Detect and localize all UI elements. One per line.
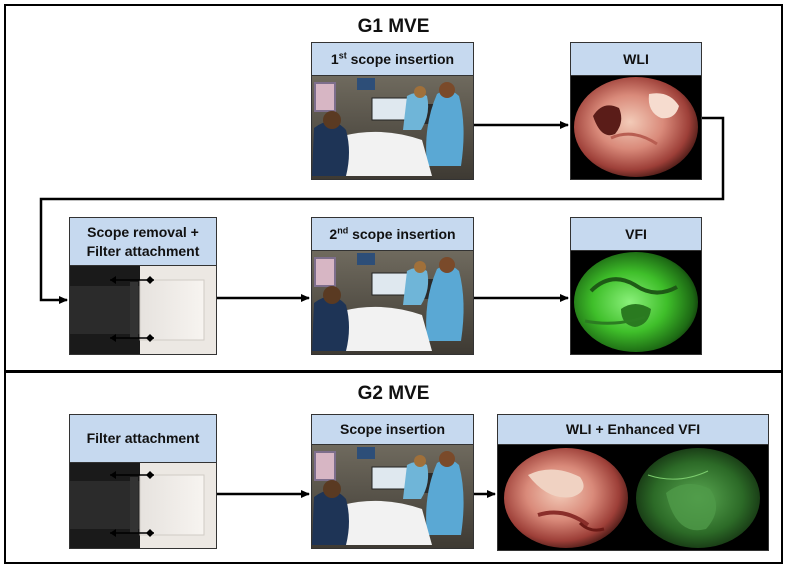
g2-title: G2 MVE	[357, 383, 430, 404]
scope-removal-card: Scope removal + Filter attachment	[69, 217, 217, 355]
scope-removal-label: Scope removal + Filter attachment	[70, 218, 216, 266]
combined-endoscopy-image	[498, 445, 768, 550]
first-scope-insertion-label: 1st scope insertion	[312, 43, 473, 76]
wli-enhanced-vfi-card: WLI + Enhanced VFI	[497, 414, 769, 551]
vfi-label: VFI	[571, 218, 701, 251]
second-scope-insertion-label: 2nd scope insertion	[312, 218, 473, 251]
scope-filter-photo	[70, 266, 216, 354]
second-scope-insertion-card: 2nd scope insertion	[311, 217, 474, 355]
wli-enhanced-vfi-label: WLI + Enhanced VFI	[498, 415, 768, 445]
procedure-photo	[312, 251, 473, 354]
filter-attachment-card: Filter attachment	[69, 414, 217, 549]
scope-insertion-label: Scope insertion	[312, 415, 473, 445]
vfi-endoscopy-image	[571, 251, 701, 354]
scope-filter-photo	[70, 463, 216, 548]
wli-endoscopy-image	[571, 76, 701, 179]
filter-attachment-label: Filter attachment	[70, 415, 216, 463]
wli-label: WLI	[571, 43, 701, 76]
g1-title: G1 MVE	[357, 16, 430, 37]
procedure-photo	[312, 76, 473, 179]
vfi-card: VFI	[570, 217, 702, 355]
scope-insertion-card: Scope insertion	[311, 414, 474, 549]
wli-card: WLI	[570, 42, 702, 180]
first-scope-insertion-card: 1st scope insertion	[311, 42, 474, 180]
procedure-photo	[312, 445, 473, 548]
